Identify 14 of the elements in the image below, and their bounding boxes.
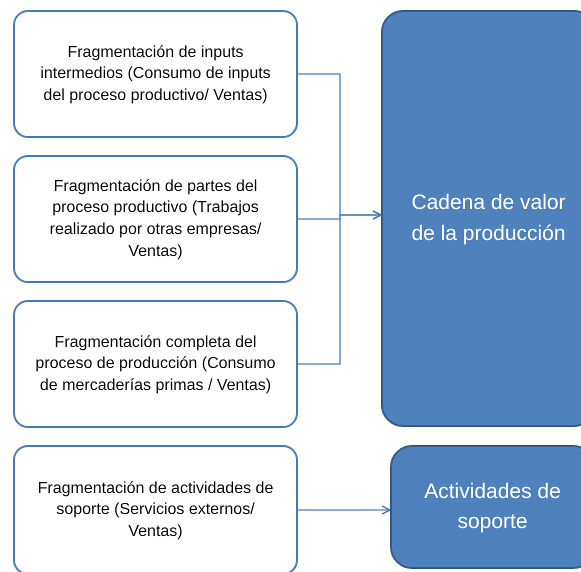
connector-arrow [298, 505, 391, 515]
box-text: Actividades de soporte [423, 478, 562, 535]
text-box [13, 10, 298, 138]
box-text: Cadena de valor de la producción [410, 190, 567, 246]
box-text: Fragmentación completa del proceso de producción (Consumo de mercaderías primas / Ventas) [34, 332, 277, 396]
text-box [13, 445, 298, 572]
box-text: Fragmentación de inputs intermedios (Consumo de inputs del proceso productivo/ Ventas) [39, 42, 272, 106]
connector-arrow [298, 210, 382, 365]
box-text: Fragmentación de actividades de soporte (Servicios externos/ Ventas) [36, 478, 274, 542]
text-box [13, 300, 298, 428]
process-box [390, 445, 581, 569]
process-box [381, 10, 581, 427]
text-box [13, 155, 298, 283]
box-text: Fragmentación de partes del proceso productivo (Trabajos realizado por otras empresas/ Ventas) [48, 176, 262, 262]
